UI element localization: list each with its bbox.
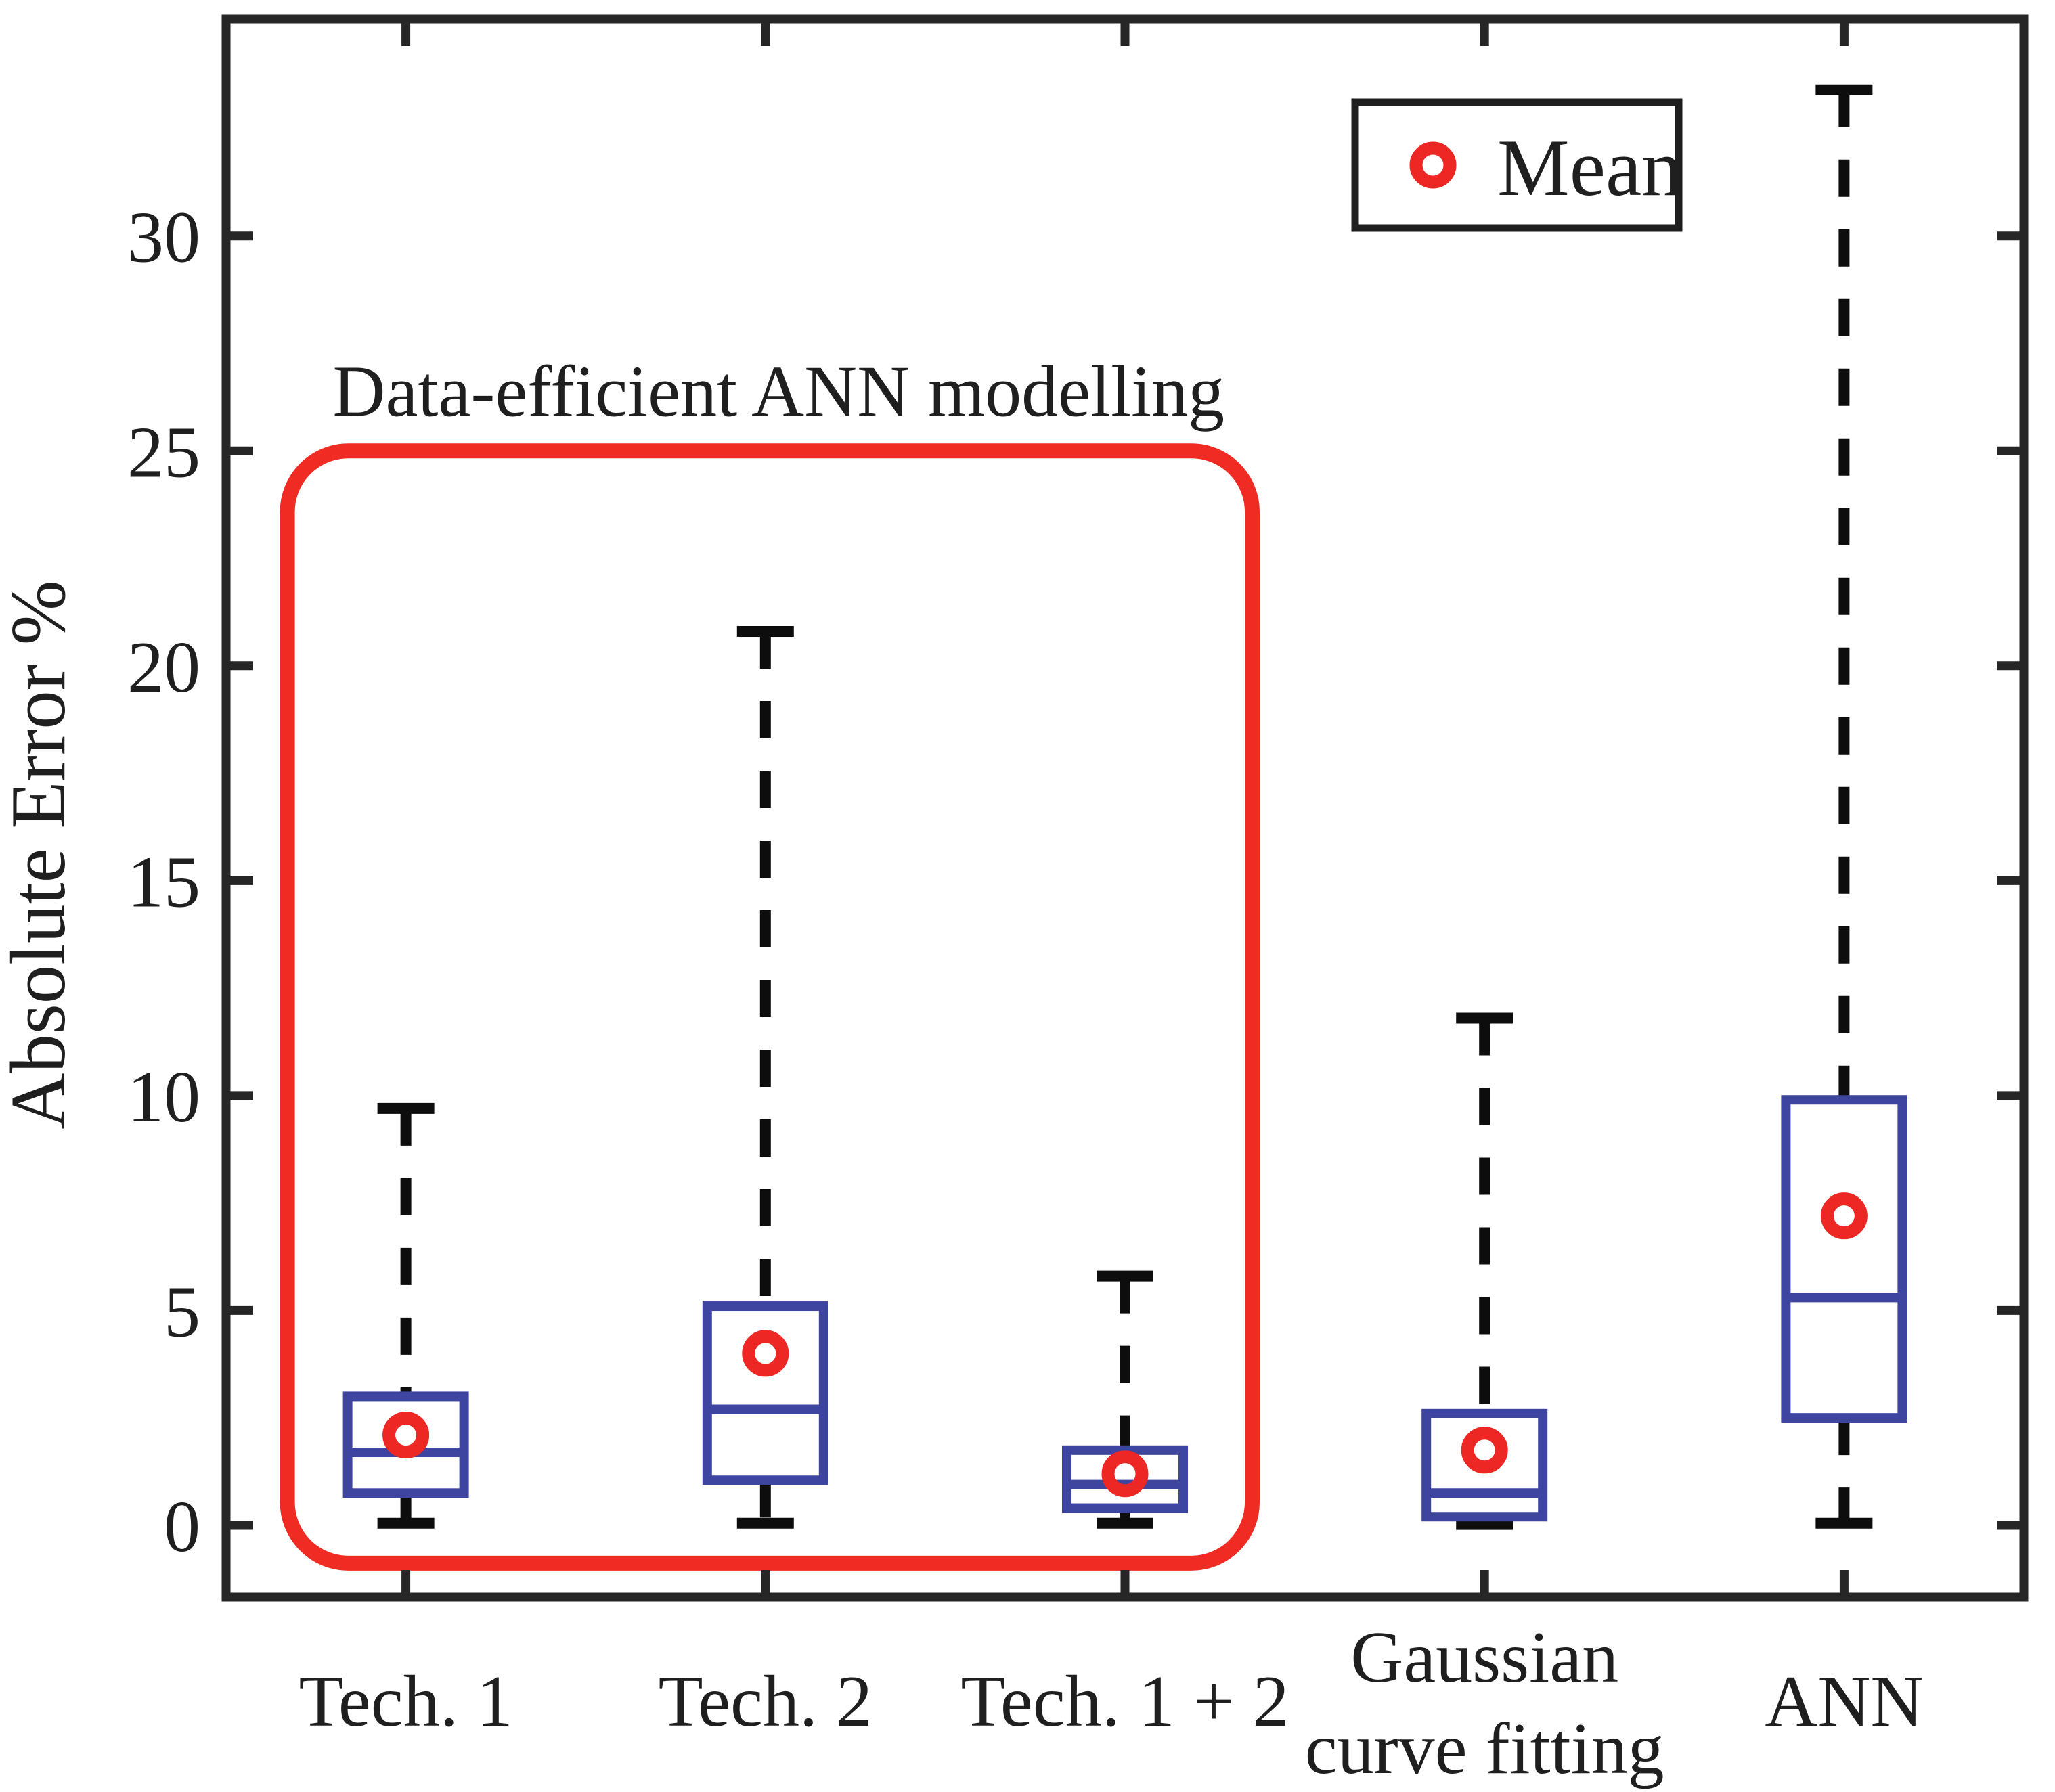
y-tick-label: 25 [127,412,200,493]
x-category-label: curve fitting [1305,1709,1664,1789]
mean-marker [1461,1427,1508,1474]
y-tick-label: 20 [127,627,200,708]
annotation-box [280,443,1260,1571]
box-rect [1062,1445,1188,1513]
y-tick-label: 10 [127,1057,200,1138]
legend-label: Mean [1497,122,1682,212]
x-category-label: ANN [1765,1661,1923,1742]
annotation-label: Data-efficient ANN modelling [332,351,1224,432]
y-tick-label: 30 [127,198,200,278]
legend-box [1351,98,1683,232]
x-category-label: Tech. 1 + 2 [960,1661,1289,1742]
x-category-label: Gaussian [1350,1617,1618,1698]
mean-marker [1820,1192,1868,1240]
x-category-label: Tech. 1 [299,1661,512,1742]
mean-marker [1101,1450,1149,1498]
y-tick-label: 5 [164,1272,200,1352]
y-tick-label: 15 [127,842,200,922]
legend-mean-icon [1409,141,1457,189]
box-rect [1781,1095,1907,1423]
y-tick-label: 0 [164,1487,200,1567]
y-axis-title: Absolute Error % [0,580,81,1129]
box-rect [342,1391,469,1498]
mean-marker [742,1330,789,1377]
mean-marker [382,1412,430,1459]
x-category-label: Tech. 2 [659,1661,872,1742]
